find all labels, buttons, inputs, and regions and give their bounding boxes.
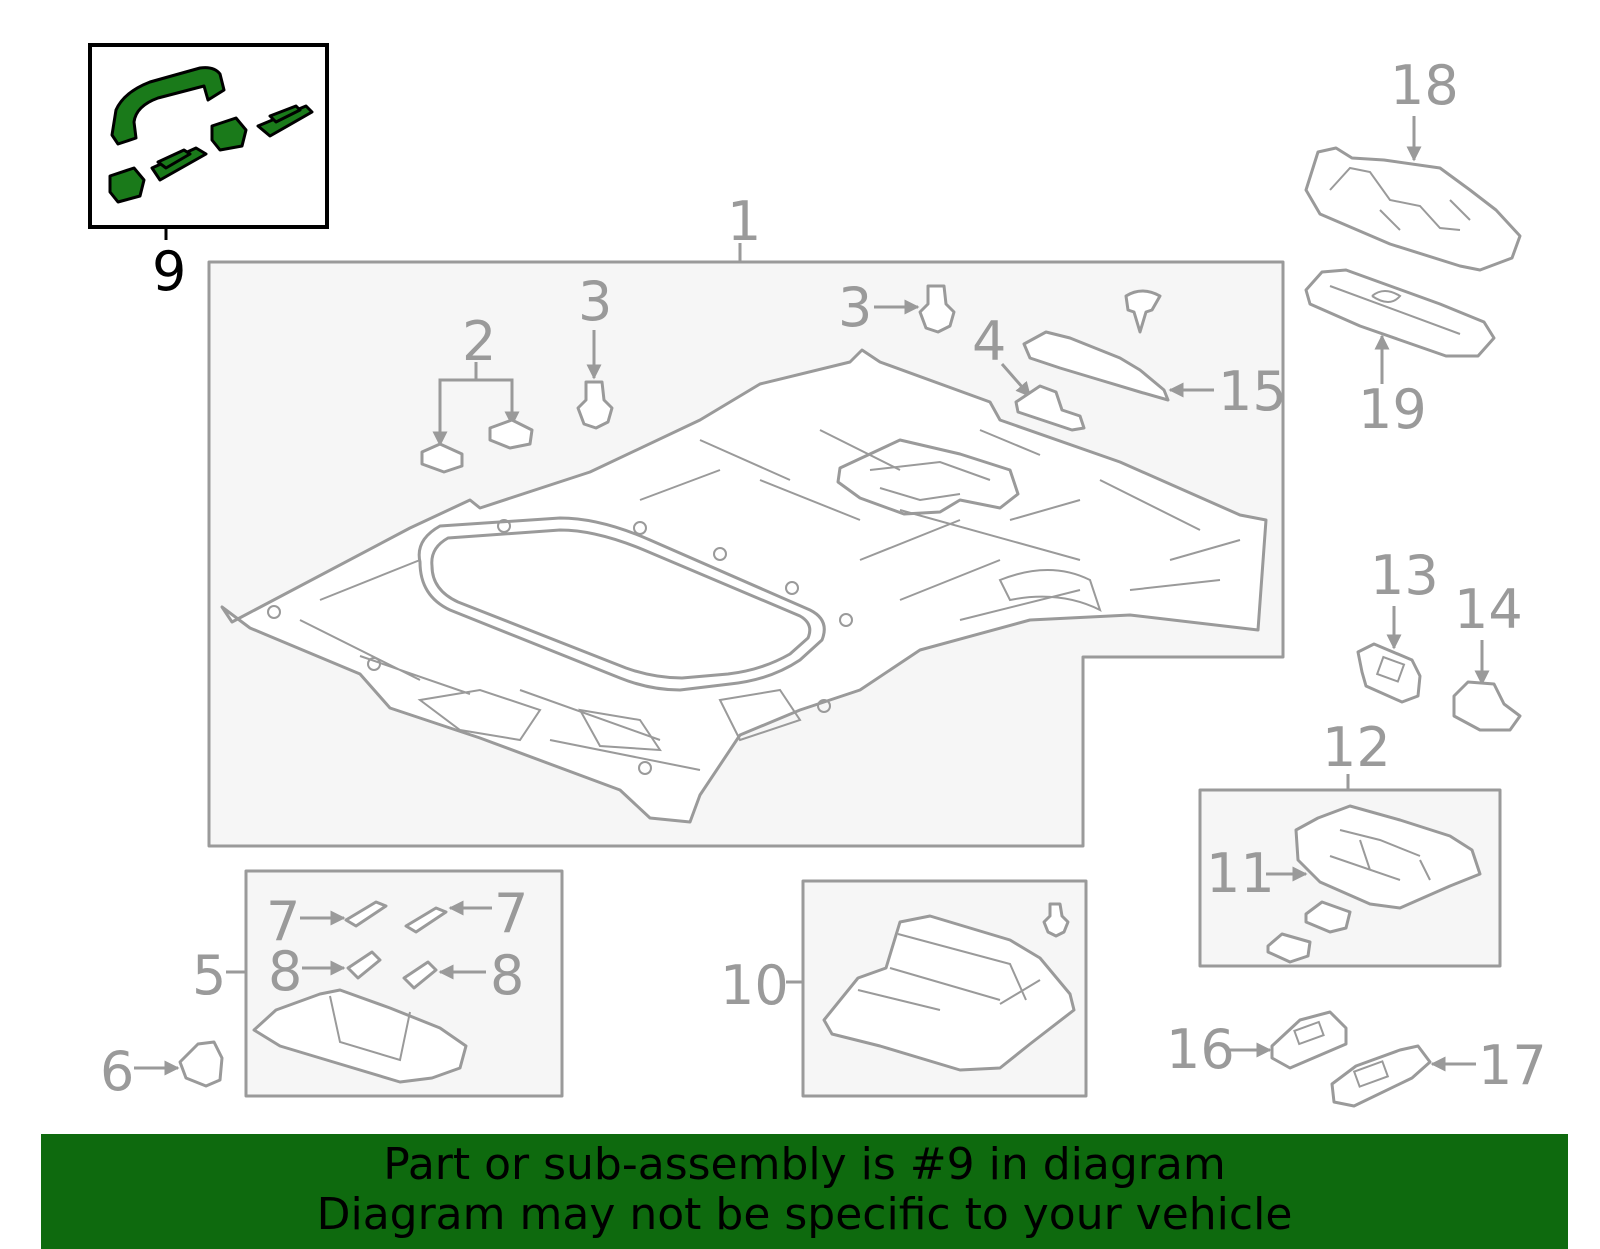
part-8-left-pin[interactable] — [346, 950, 382, 980]
headliner-hole-7 — [713, 547, 727, 561]
grab-handle-shape[interactable] — [110, 66, 226, 146]
part-7-right-cap[interactable] — [404, 906, 448, 934]
part-18-console-housing[interactable] — [1304, 146, 1522, 272]
callout-14: 14 — [1454, 578, 1523, 641]
callout-16: 16 — [1166, 1018, 1235, 1081]
headliner-rib-lines — [299, 429, 1241, 771]
callout-9: 9 — [152, 240, 186, 303]
callout-7-right: 7 — [494, 882, 528, 945]
callout-12: 12 — [1322, 716, 1391, 779]
part-13-group[interactable]: 13 — [1356, 544, 1439, 704]
part-3-center-group[interactable]: 3 — [576, 270, 614, 430]
part-15-trim[interactable] — [1022, 330, 1170, 402]
part-7-left-cap[interactable] — [344, 900, 388, 928]
part-15-group[interactable]: 15 — [1022, 330, 1287, 423]
part-6-visor-clip[interactable] — [178, 1040, 224, 1088]
part-4-bracket[interactable] — [1014, 384, 1086, 432]
headliner-hole-5 — [497, 519, 511, 533]
part-11-group[interactable]: 11 — [1206, 842, 1308, 905]
part-3-right-group[interactable]: 3 — [838, 276, 956, 339]
part-5-group[interactable]: 5 7 7 8 8 — [192, 869, 564, 1098]
part-12-switch-a[interactable] — [1304, 900, 1352, 934]
part-3-right-clip[interactable] — [918, 284, 956, 334]
part-19-detail — [1329, 285, 1461, 335]
headliner-hole-3 — [638, 761, 652, 775]
callout-11: 11 — [1206, 842, 1275, 905]
headliner-screw[interactable] — [1124, 289, 1162, 334]
headliner-hole-1 — [267, 605, 281, 619]
headliner-hole-2 — [367, 657, 381, 671]
callout-3-center: 3 — [578, 270, 612, 333]
part-17-detail — [1352, 1060, 1390, 1088]
callout-1: 1 — [727, 190, 761, 253]
callout-4: 4 — [972, 310, 1006, 373]
callout-5: 5 — [192, 944, 226, 1007]
callout-3-right: 3 — [838, 276, 872, 339]
callout-13: 13 — [1370, 544, 1439, 607]
part-19-group[interactable]: 19 — [1304, 268, 1496, 441]
part-13-switch[interactable] — [1356, 642, 1422, 704]
callout-17: 17 — [1478, 1034, 1547, 1097]
info-banner: Part or sub-assembly is #9 in diagram Di… — [41, 1134, 1568, 1249]
part-18-detail — [1329, 166, 1471, 231]
handle-clip-right[interactable] — [210, 116, 248, 152]
part-12-group[interactable]: 12 — [1198, 716, 1502, 968]
callout-2: 2 — [462, 310, 496, 373]
sunroof-opening-inner — [430, 528, 812, 680]
headliner-console-cutout — [836, 438, 1020, 516]
part-12-detail — [1329, 829, 1431, 881]
part-14-group[interactable]: 14 — [1452, 578, 1523, 732]
handle-clip-left[interactable] — [108, 166, 146, 204]
headliner-hole-8 — [785, 581, 799, 595]
part-18-group[interactable]: 18 — [1304, 54, 1522, 272]
handle-cover-right-small[interactable] — [268, 104, 302, 124]
part-4-group[interactable]: 4 — [972, 310, 1086, 432]
callout-6: 6 — [100, 1040, 134, 1103]
part-2-clip-right[interactable] — [488, 418, 534, 450]
banner-line-1: Part or sub-assembly is #9 in diagram — [383, 1139, 1226, 1190]
headliner-hole-9 — [839, 613, 853, 627]
part-5-visor-mirror — [329, 995, 411, 1062]
callout-8-right: 8 — [490, 944, 524, 1007]
part-12-switch-b[interactable] — [1266, 932, 1312, 964]
part-10-group[interactable]: 10 — [720, 879, 1088, 1098]
part-6-group[interactable]: 6 — [100, 1040, 224, 1103]
part-13-detail — [1375, 655, 1406, 683]
part-19-lens[interactable] — [1304, 268, 1496, 358]
part-14-button[interactable] — [1452, 680, 1522, 732]
part-9-group[interactable]: 9 — [88, 43, 329, 303]
callout-19: 19 — [1358, 378, 1427, 441]
part-2-clip-left[interactable] — [420, 442, 464, 474]
part-10-map-lamp[interactable] — [822, 914, 1076, 1072]
part-10-screw[interactable] — [1042, 902, 1070, 938]
headliner-hole-4 — [817, 699, 831, 713]
part-17-lamp[interactable] — [1330, 1044, 1432, 1108]
headliner-hole-6 — [633, 521, 647, 535]
part-10-detail — [857, 933, 1041, 1011]
headliner-front-rail — [417, 688, 802, 752]
callout-10: 10 — [720, 954, 789, 1017]
part-4-leader — [1000, 363, 1032, 398]
part-3-center-clip[interactable] — [576, 380, 614, 430]
part-16-group[interactable]: 16 — [1166, 1010, 1348, 1081]
callout-7-left: 7 — [266, 890, 300, 953]
part-5-sun-visor[interactable] — [252, 988, 468, 1084]
part-2-group[interactable]: 2 — [420, 310, 534, 474]
part-8-right-pin[interactable] — [402, 960, 438, 990]
handle-cover-mid[interactable] — [156, 148, 192, 170]
callout-8-left: 8 — [268, 940, 302, 1003]
headliner-rear-rail — [998, 569, 1102, 612]
part-17-group[interactable]: 17 — [1330, 1034, 1547, 1108]
part-1-group: 1 — [207, 190, 1285, 848]
banner-line-2: Diagram may not be specific to your vehi… — [316, 1189, 1293, 1240]
callout-18: 18 — [1390, 54, 1459, 117]
callout-15: 15 — [1218, 360, 1287, 423]
part-16-detail — [1293, 1020, 1325, 1046]
